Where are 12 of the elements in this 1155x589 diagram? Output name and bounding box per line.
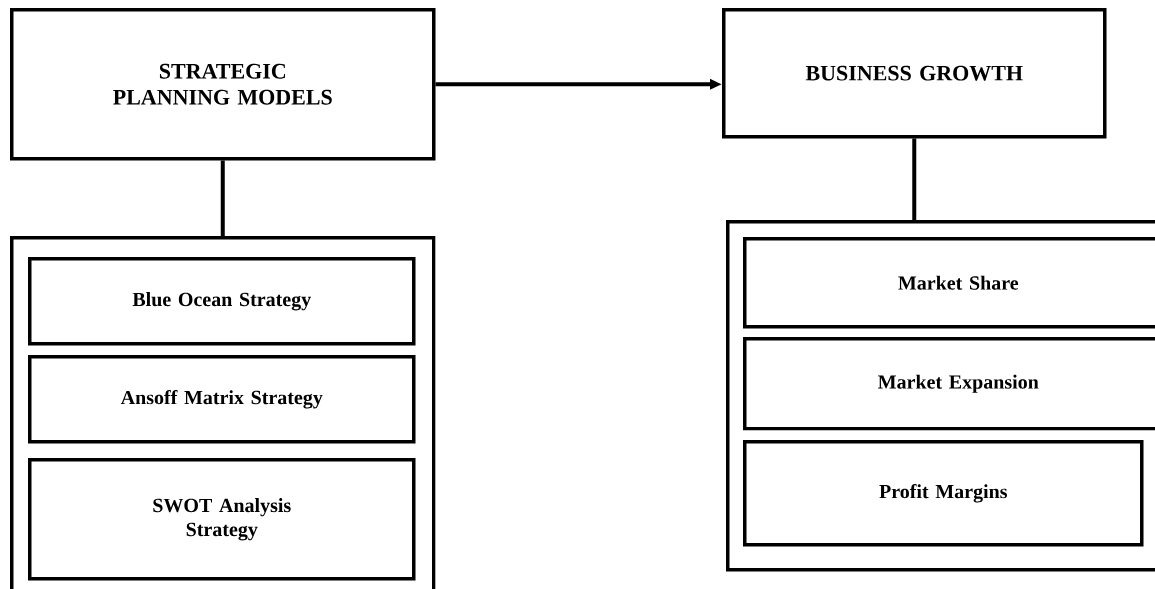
connector-line: [912, 138, 917, 220]
item-box: Blue Ocean Strategy: [28, 257, 416, 346]
heading-box: BUSINESS GROWTH: [722, 8, 1107, 139]
group-box: [10, 236, 436, 589]
item-box: Profit Margins: [743, 440, 1144, 547]
item-box: Market Share: [743, 237, 1155, 329]
heading-box: STRATEGIC PLANNING MODELS: [10, 8, 436, 161]
connector-line: [220, 160, 225, 236]
group-box: [726, 220, 1155, 572]
item-box: Market Expansion: [743, 337, 1155, 431]
item-box: SWOT Analysis Strategy: [28, 458, 416, 581]
item-box: Ansoff Matrix Strategy: [28, 355, 416, 444]
